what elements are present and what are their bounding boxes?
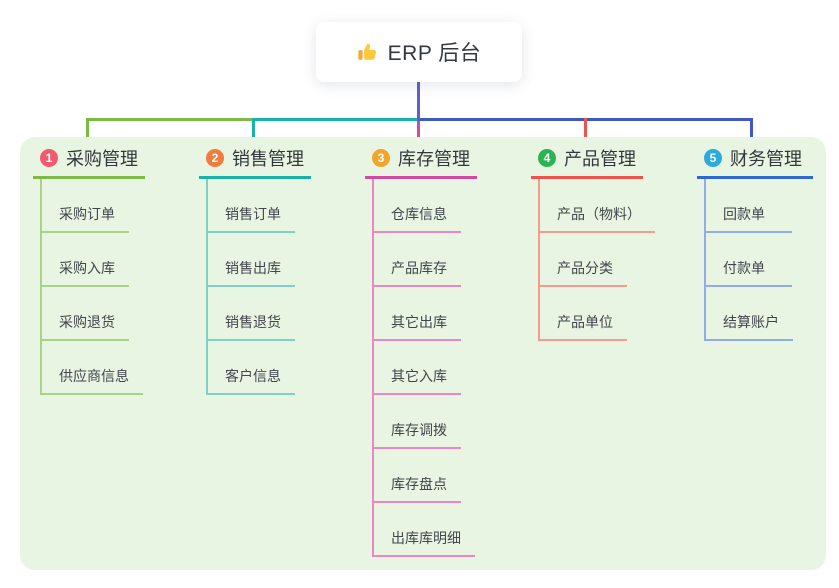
node-purchase-order[interactable]: 采购订单	[42, 179, 129, 233]
node-outbound-detail[interactable]: 出库库明细	[374, 503, 475, 557]
node-label: 采购入库	[59, 260, 115, 276]
badge-4: 4	[538, 148, 556, 167]
connector-branch2	[252, 118, 419, 121]
node-label: 产品分类	[557, 260, 613, 276]
node-stock-taking[interactable]: 库存盘点	[374, 449, 461, 503]
branch-title: 库存管理	[398, 148, 470, 169]
node-label: 库存盘点	[391, 476, 447, 492]
node-purchase-return[interactable]: 采购退货	[42, 287, 129, 341]
node-product-material[interactable]: 产品（物料）	[540, 179, 655, 233]
node-customer-info[interactable]: 客户信息	[208, 341, 295, 395]
badge-3: 3	[372, 148, 390, 167]
branch-children-purchase: 采购订单 采购入库 采购退货 供应商信息	[40, 179, 145, 395]
root-node-erp[interactable]: ERP 后台	[316, 22, 522, 82]
node-label: 产品库存	[391, 260, 447, 276]
node-other-inbound[interactable]: 其它入库	[374, 341, 461, 395]
node-label: 其它出库	[391, 314, 447, 330]
branch-product: 4 产品管理 产品（物料） 产品分类 产品单位	[531, 146, 655, 341]
node-label: 产品单位	[557, 314, 613, 330]
node-label: 库存调拨	[391, 422, 447, 438]
connector-drop-branch1	[86, 118, 89, 146]
branch-title: 产品管理	[564, 148, 636, 169]
badge-1: 1	[40, 148, 58, 167]
branch-header-purchase[interactable]: 1 采购管理	[33, 146, 145, 179]
node-supplier-info[interactable]: 供应商信息	[42, 341, 143, 395]
thumbs-up-icon	[358, 43, 376, 60]
root-node-title: ERP 后台	[387, 42, 482, 65]
branch-inventory: 3 库存管理 仓库信息 产品库存 其它出库 其它入库 库存调拨 库存盘点 出库库…	[365, 146, 477, 557]
connector-drop-branch2	[252, 118, 255, 146]
node-label: 结算账户	[723, 314, 779, 330]
node-payment-order[interactable]: 付款单	[706, 233, 792, 287]
node-product-stock[interactable]: 产品库存	[374, 233, 461, 287]
node-label: 其它入库	[391, 368, 447, 384]
branches-panel	[20, 137, 826, 570]
branch-title: 采购管理	[66, 148, 138, 169]
branch-purchase: 1 采购管理 采购订单 采购入库 采购退货 供应商信息	[33, 146, 145, 395]
badge-2: 2	[206, 148, 224, 167]
node-sales-return[interactable]: 销售退货	[208, 287, 295, 341]
node-receipt-order[interactable]: 回款单	[706, 179, 792, 233]
branch-header-inventory[interactable]: 3 库存管理	[365, 146, 477, 179]
node-settlement-account[interactable]: 结算账户	[706, 287, 793, 341]
branch-title: 销售管理	[232, 148, 304, 169]
node-label: 销售出库	[225, 260, 281, 276]
node-stock-transfer[interactable]: 库存调拨	[374, 395, 461, 449]
node-label: 采购订单	[59, 206, 115, 222]
root-stem-connector	[417, 82, 420, 121]
node-label: 出库库明细	[391, 530, 461, 546]
badge-5: 5	[704, 148, 722, 167]
node-sales-outbound[interactable]: 销售出库	[208, 233, 295, 287]
node-label: 仓库信息	[391, 206, 447, 222]
branch-children-product: 产品（物料） 产品分类 产品单位	[538, 179, 655, 341]
branch-title: 财务管理	[730, 148, 802, 169]
node-product-category[interactable]: 产品分类	[540, 233, 627, 287]
connector-drop-branch3	[417, 121, 420, 146]
branch-children-finance: 回款单 付款单 结算账户	[704, 179, 813, 341]
node-sales-order[interactable]: 销售订单	[208, 179, 295, 233]
node-purchase-inbound[interactable]: 采购入库	[42, 233, 129, 287]
node-product-unit[interactable]: 产品单位	[540, 287, 627, 341]
node-label: 销售订单	[225, 206, 281, 222]
branch-header-finance[interactable]: 5 财务管理	[697, 146, 813, 179]
branch-children-inventory: 仓库信息 产品库存 其它出库 其它入库 库存调拨 库存盘点 出库库明细	[372, 179, 477, 557]
branch-header-product[interactable]: 4 产品管理	[531, 146, 643, 179]
connector-drop-branch5	[750, 118, 753, 146]
branch-children-sales: 销售订单 销售出库 销售退货 客户信息	[206, 179, 311, 395]
branch-sales: 2 销售管理 销售订单 销售出库 销售退货 客户信息	[199, 146, 311, 395]
node-label: 供应商信息	[59, 368, 129, 384]
node-label: 销售退货	[225, 314, 281, 330]
node-label: 产品（物料）	[557, 206, 641, 222]
connector-branch1	[86, 118, 254, 121]
connector-drop-branch4	[584, 118, 587, 146]
node-other-outbound[interactable]: 其它出库	[374, 287, 461, 341]
node-warehouse-info[interactable]: 仓库信息	[374, 179, 461, 233]
node-label: 付款单	[723, 260, 765, 276]
node-label: 采购退货	[59, 314, 115, 330]
node-label: 客户信息	[225, 368, 281, 384]
branch-header-sales[interactable]: 2 销售管理	[199, 146, 311, 179]
branch-finance: 5 财务管理 回款单 付款单 结算账户	[697, 146, 813, 341]
node-label: 回款单	[723, 206, 765, 222]
